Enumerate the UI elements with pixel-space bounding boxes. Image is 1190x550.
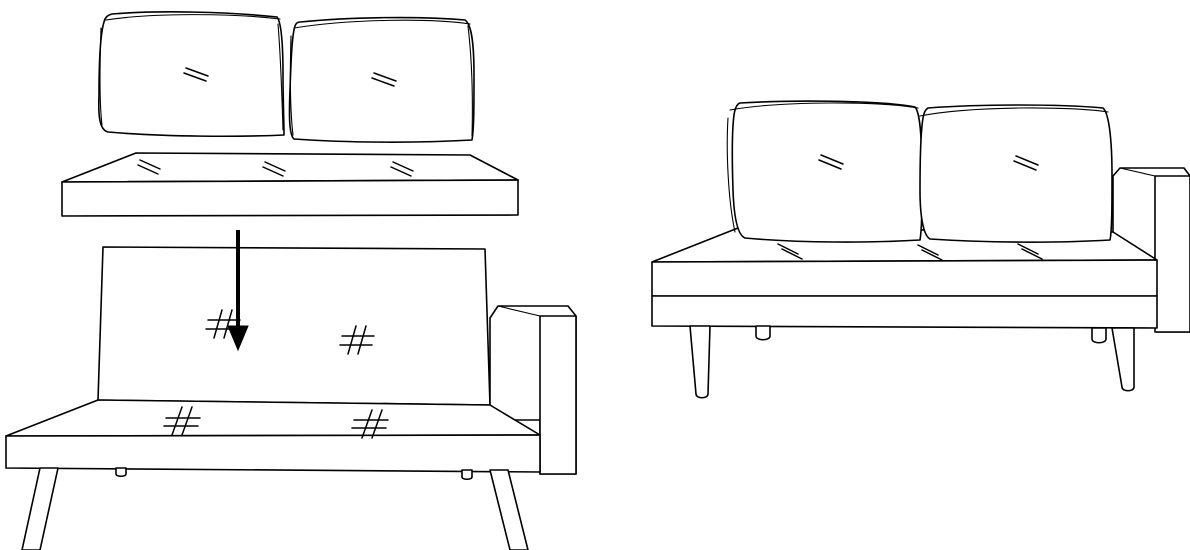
back-foot bbox=[462, 470, 472, 479]
back-cushion-right bbox=[289, 18, 474, 143]
back-foot bbox=[1092, 328, 1106, 343]
back-foot bbox=[116, 468, 126, 476]
sofa-leg bbox=[490, 470, 528, 550]
seat-cushion bbox=[62, 153, 518, 216]
back-foot bbox=[756, 326, 770, 340]
sofa-frame bbox=[6, 247, 576, 550]
back-cushion-right bbox=[920, 105, 1112, 242]
sofa-leg bbox=[22, 468, 58, 550]
seat-cushion bbox=[652, 260, 1157, 296]
exploded-assembly-view bbox=[6, 12, 576, 550]
sofa-frame bbox=[652, 296, 1157, 328]
back-cushion-left bbox=[99, 12, 284, 136]
back-cushion-left bbox=[727, 101, 922, 242]
sofa-leg bbox=[1112, 328, 1134, 391]
assembled-sofa-view bbox=[652, 101, 1190, 398]
sofa-leg bbox=[690, 326, 710, 398]
